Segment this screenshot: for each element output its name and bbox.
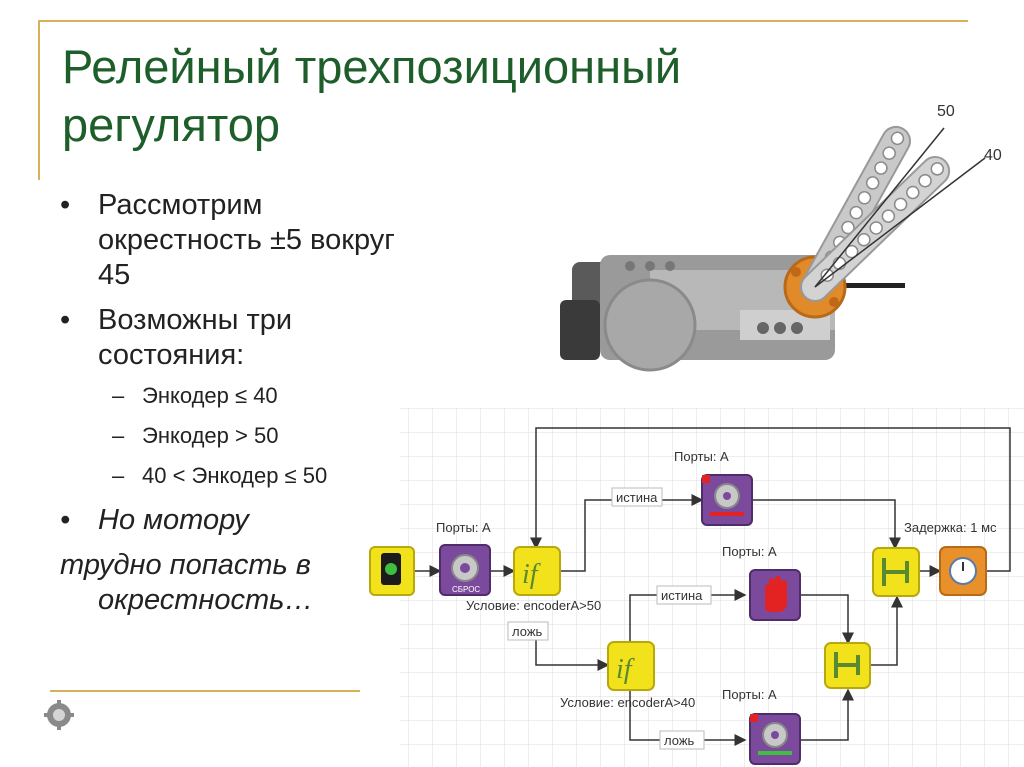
- false-label: ложь: [512, 624, 543, 639]
- if-block[interactable]: if: [607, 641, 655, 691]
- continuation-line: трудно попасть в: [60, 549, 311, 581]
- branch-tag: [659, 730, 705, 750]
- bottom-accent-rule: [50, 690, 360, 692]
- ports-label: Порты: A: [674, 449, 729, 464]
- stop-hand-icon: [765, 576, 787, 612]
- sub-bullet-item: – Энкодер > 50: [60, 423, 400, 449]
- merge-block[interactable]: [824, 642, 871, 689]
- branch-tag: [507, 621, 549, 641]
- angle-label-50: 50: [937, 103, 955, 120]
- condition-label: Условие: encoderA>40: [560, 695, 695, 710]
- gear-logo-icon: [44, 700, 74, 730]
- slide-title: Релейный трехпозиционный регулятор: [62, 40, 682, 151]
- branch-tag: [611, 487, 663, 507]
- connector-lines: [413, 427, 1011, 746]
- if-label: if: [616, 654, 635, 685]
- false-label: ложь: [664, 733, 695, 748]
- sub-bullet-text: 40 < Энкодер ≤ 50: [142, 463, 328, 488]
- start-block[interactable]: [369, 546, 415, 596]
- bullet-item: • Рассмотрим окрестность ±5 вокруг 45: [60, 188, 400, 293]
- condition-label: Условие: encoderA>50: [466, 598, 601, 613]
- encoder-reset-block[interactable]: СБРОС: [439, 544, 491, 596]
- ports-label: Порты: A: [722, 544, 777, 559]
- branch-tag: [656, 585, 712, 605]
- delay-block[interactable]: [939, 546, 987, 596]
- bullet-list: • Рассмотрим окрестность ±5 вокруг 45 • …: [60, 188, 400, 618]
- bullet-text: Рассмотрим окрестность ±5 вокруг 45: [98, 189, 395, 291]
- sub-bullet-text: Энкодер ≤ 40: [142, 383, 278, 408]
- ray-40: [814, 157, 986, 288]
- beam-40: [800, 155, 951, 302]
- bullet-marker: •: [60, 189, 71, 221]
- sub-bullet-text: Энкодер > 50: [142, 423, 279, 448]
- true-label: истина: [616, 490, 658, 505]
- if-block[interactable]: if: [513, 546, 561, 596]
- left-accent-rule: [38, 20, 40, 180]
- reset-label: СБРОС: [452, 585, 480, 594]
- continuation-line: окрестность…: [98, 584, 314, 616]
- if-label: if: [522, 559, 541, 590]
- dash-marker: –: [112, 463, 125, 488]
- motor-body: [560, 255, 905, 372]
- arrow-right-icon: [758, 751, 792, 755]
- bullet-item: • Возможны три состояния:: [60, 303, 400, 373]
- ports-label: Порты: A: [722, 687, 777, 702]
- true-label: истина: [661, 588, 703, 603]
- motor-forward-block[interactable]: [749, 713, 801, 765]
- dash-marker: –: [112, 423, 125, 448]
- sub-bullet-item: – Энкодер ≤ 40: [60, 383, 400, 409]
- angle-label-40: 40: [984, 147, 1002, 164]
- bullet-marker: •: [60, 504, 71, 536]
- motor-backward-block[interactable]: [701, 474, 753, 526]
- ports-label: Порты: A: [436, 520, 491, 535]
- delay-label: Задержка: 1 мс: [904, 520, 997, 535]
- ray-50: [814, 127, 945, 288]
- sub-bullet-item: – 40 < Энкодер ≤ 50: [60, 463, 400, 489]
- bullet-item: • Но мотору: [60, 503, 400, 538]
- bullet-continuation: трудно попасть в окрестность…: [60, 548, 400, 618]
- dash-marker: –: [112, 383, 125, 408]
- merge-block[interactable]: [872, 547, 920, 597]
- motor-stop-block[interactable]: [749, 569, 801, 621]
- top-accent-rule: [38, 20, 968, 22]
- bullet-text: Возможны три состояния:: [98, 304, 293, 371]
- bullet-marker: •: [60, 304, 71, 336]
- bullet-text: Но мотору: [98, 504, 249, 536]
- arrow-left-icon: [710, 512, 744, 516]
